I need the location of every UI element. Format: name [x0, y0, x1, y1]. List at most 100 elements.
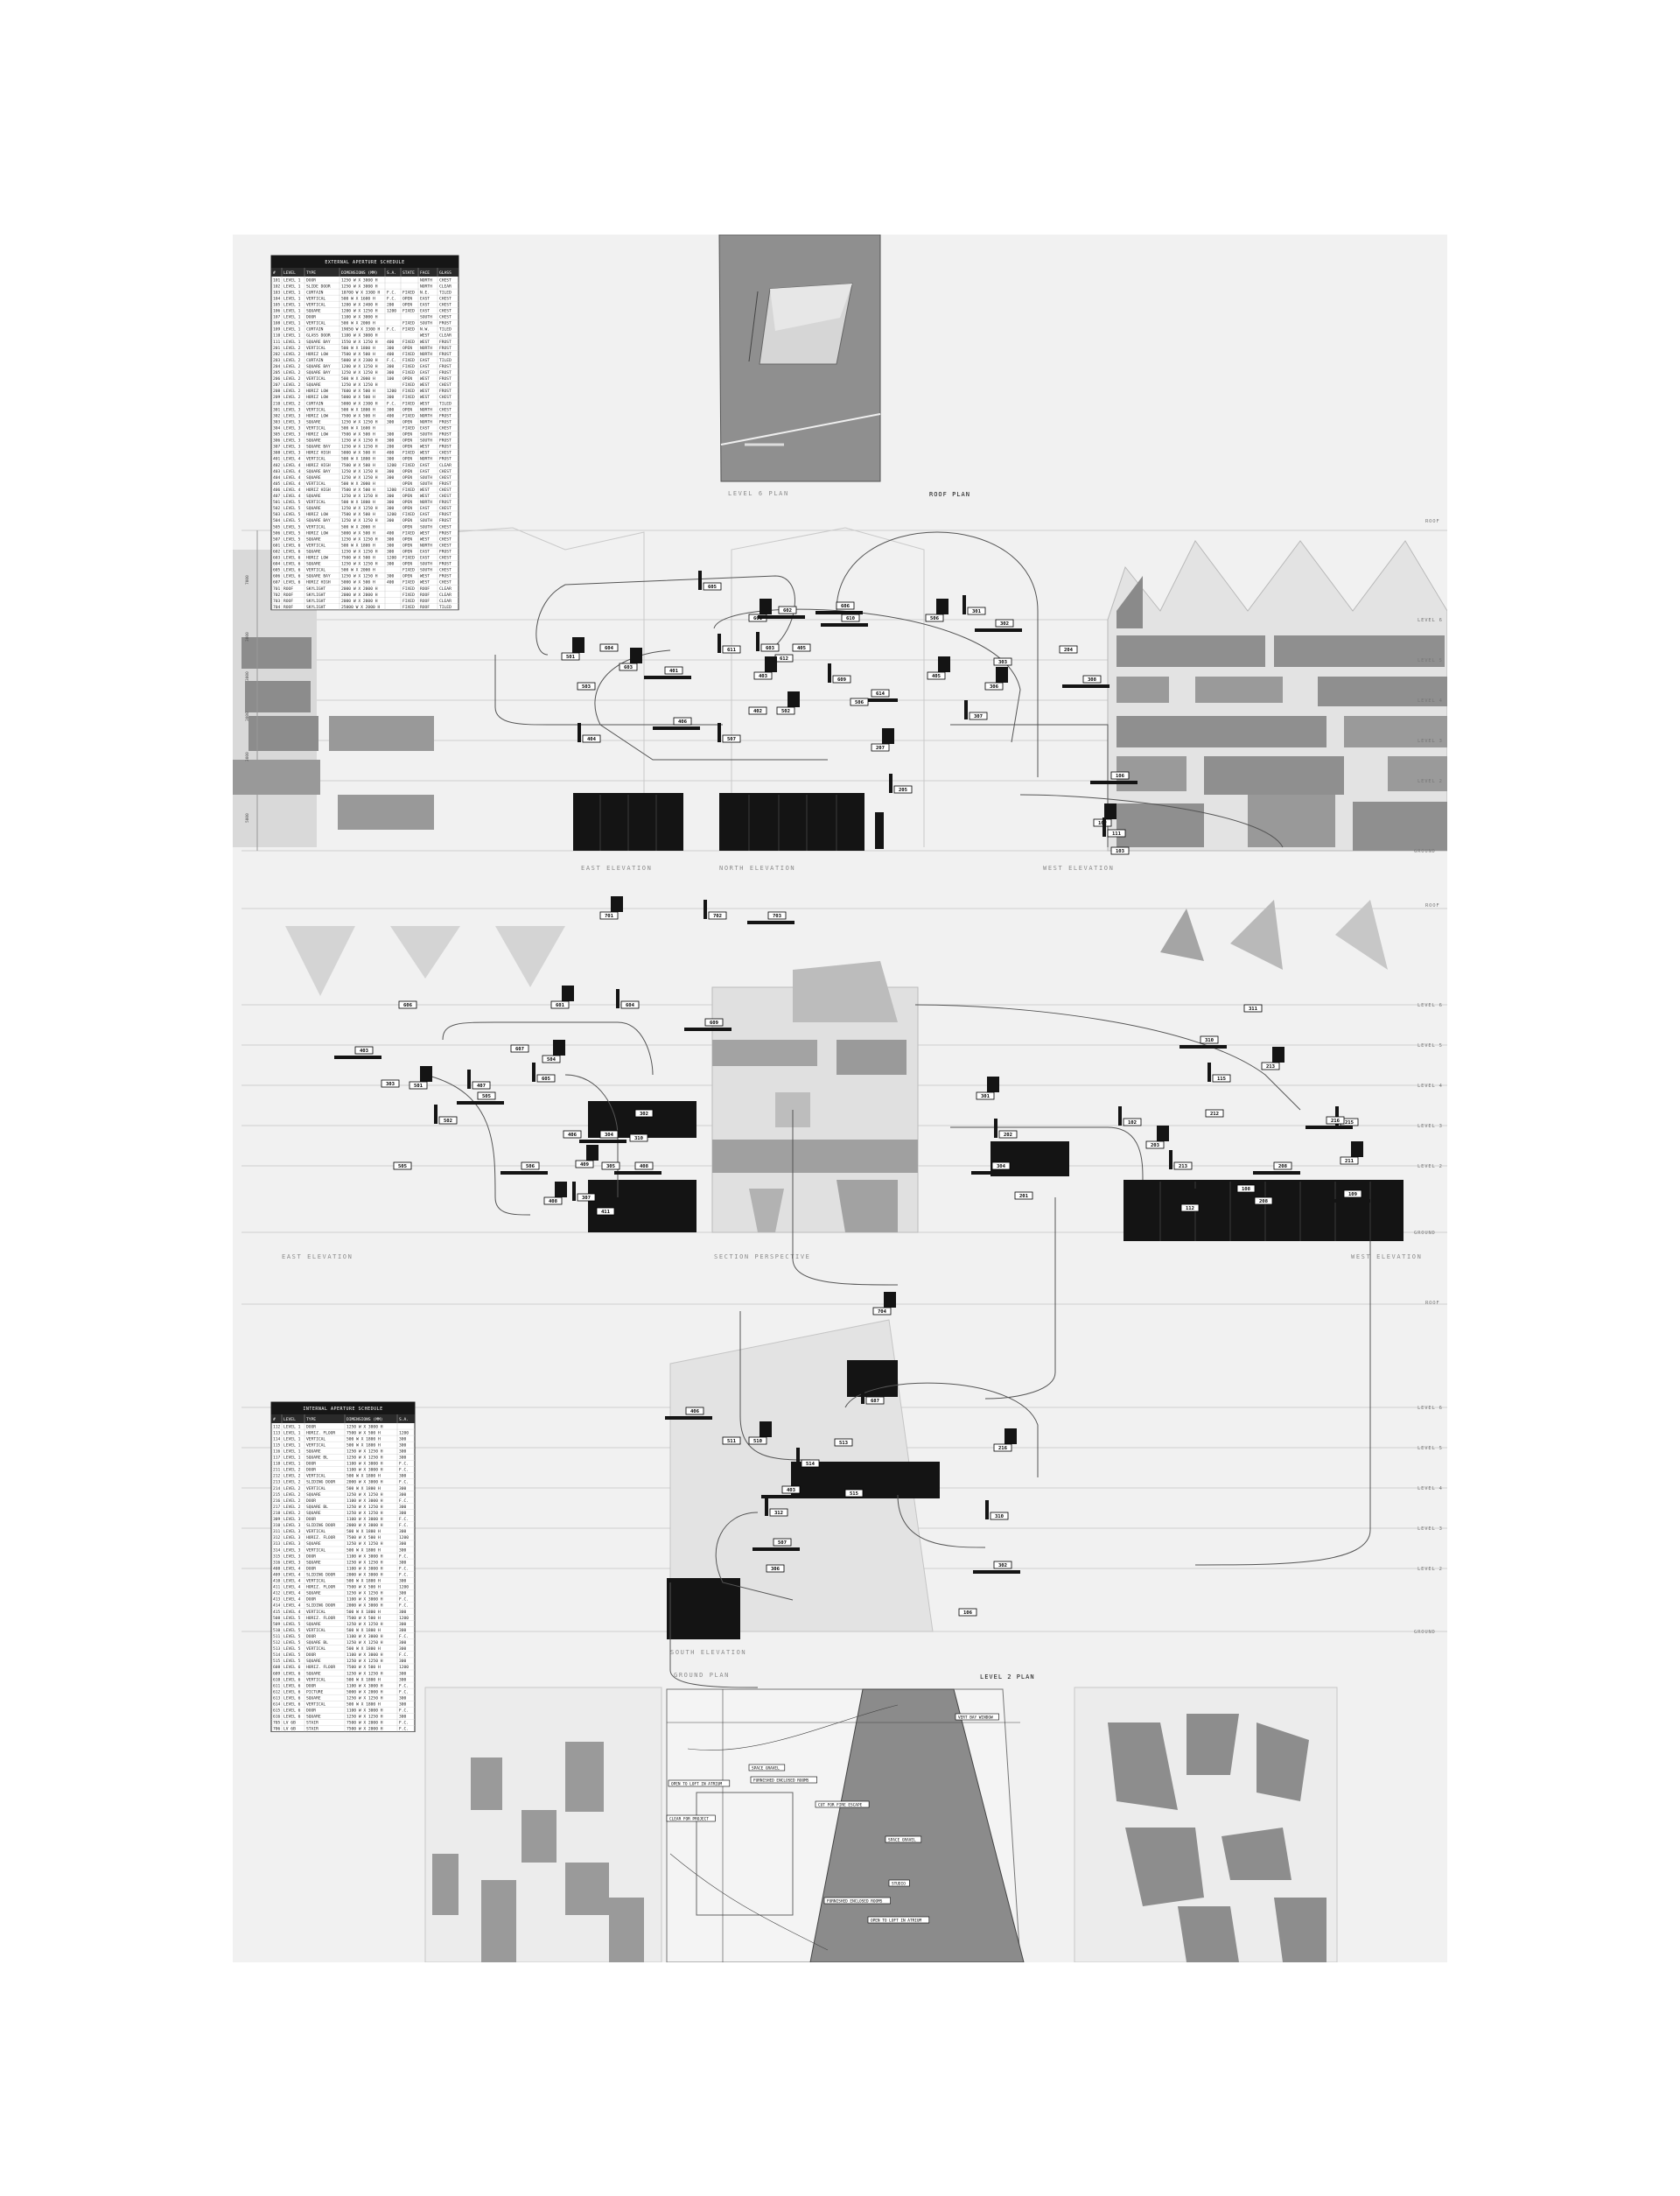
internal-schedule-col-header: DIMENSIONS (MM): [346, 1417, 383, 1422]
external-schedule-cell: 500 W X 1800 H: [341, 543, 375, 548]
aperture-block: [555, 1182, 567, 1197]
external-schedule-cell: 1200 W X 1250 H: [341, 364, 378, 369]
internal-schedule-cell: 300: [399, 1702, 407, 1708]
internal-schedule-cell: LEVEL 6: [284, 1695, 301, 1701]
aperture-tag-box: [550, 1000, 570, 1009]
external-schedule-cell: OPEN: [402, 407, 412, 412]
external-schedule-cell: LEVEL 2: [284, 352, 301, 357]
aperture-tag-box: [1261, 1062, 1280, 1070]
external-schedule-cell: CHEST: [439, 469, 452, 474]
external-schedule-cell: CHEST: [439, 506, 452, 511]
external-schedule-cell: FROST: [439, 500, 452, 505]
external-schedule-cell: 703: [273, 599, 281, 604]
internal-schedule-cell: LEVEL 2: [284, 1511, 301, 1516]
external-schedule-cell: OPEN: [402, 346, 412, 351]
internal-schedule-cell: SLIDING DOOR: [306, 1572, 335, 1577]
aperture-strip: [1180, 1045, 1227, 1049]
aperture-tag-box: [596, 1207, 615, 1216]
external-schedule-cell: 300: [387, 549, 395, 554]
internal-schedule-cell: F.C.: [399, 1498, 409, 1504]
external-schedule-cell: CHEST: [439, 488, 452, 493]
external-schedule-cell: 704: [273, 605, 281, 610]
internal-schedule-cell: 300: [399, 1436, 407, 1442]
external-schedule-cell: CURTAIN: [306, 290, 324, 295]
external-schedule-cell: WEST: [420, 333, 430, 339]
external-schedule-cell: SQUARE: [306, 419, 321, 424]
level-6-label-2: LEVEL 6: [1418, 1003, 1443, 1008]
internal-schedule-cell: SQUARE: [306, 1511, 321, 1516]
external-schedule-cell: FROST: [439, 518, 452, 523]
aperture-tag-label: 403: [787, 1488, 795, 1493]
internal-schedule-cell: F.C.: [399, 1689, 409, 1694]
aperture-tag-label: 208: [1259, 1199, 1269, 1204]
internal-schedule-cell: LV 6B: [284, 1721, 296, 1726]
external-schedule-cell: 209: [273, 395, 281, 400]
internal-schedule-cell: SQUARE BL: [306, 1640, 328, 1645]
external-schedule-cell: 1100 W X 3000 H: [341, 333, 378, 339]
aperture-slot: [592, 1196, 595, 1215]
internal-schedule-cell: 300: [399, 1474, 407, 1479]
internal-schedule-cell: 500 W X 1800 H: [346, 1646, 381, 1652]
external-schedule-cell: FROST: [439, 321, 452, 326]
external-schedule-cell: LEVEL 1: [284, 290, 301, 295]
internal-schedule-cell: 612: [273, 1689, 281, 1694]
internal-schedule-cell: DOOR: [306, 1634, 316, 1639]
aperture-block: [938, 656, 950, 672]
external-schedule-cell: FROST: [439, 530, 452, 536]
external-schedule-cell: LEVEL 2: [284, 401, 301, 406]
internal-schedule-cell: LEVEL 3: [284, 1547, 301, 1553]
internal-schedule-cell: LEVEL 6: [284, 1689, 301, 1694]
external-schedule-cell: LEVEL 1: [284, 340, 301, 345]
external-schedule-cell: OPEN: [402, 296, 412, 301]
plan-annotation-label: SPACE GRAVEL: [888, 1837, 916, 1842]
aperture-tag-label: 514: [806, 1462, 816, 1467]
internal-schedule-cell: 300: [399, 1622, 407, 1627]
aperture-block: [1272, 1047, 1284, 1063]
external-schedule-cell: 500 W X 1800 H: [341, 346, 375, 351]
internal-schedule-cell: 112: [273, 1424, 281, 1429]
external-schedule-cell: 19050 W X 3300 H: [341, 327, 380, 333]
aperture-block: [420, 1066, 432, 1082]
external-schedule-cell: 500 W X 2000 H: [341, 481, 375, 487]
external-schedule-cell: 501: [273, 500, 281, 505]
external-schedule-cell: FIXED: [402, 451, 415, 456]
external-schedule-cell: F.C.: [387, 358, 396, 363]
external-schedule-cell: FROST: [439, 562, 452, 567]
external-schedule-cell: VERTICAL: [306, 524, 326, 530]
aperture-strip: [1306, 1126, 1353, 1129]
internal-schedule-cell: 512: [273, 1640, 281, 1645]
external-schedule-cell: OPEN: [402, 524, 412, 530]
external-schedule-cell: 505: [273, 524, 281, 530]
external-schedule-cell: VERTICAL: [306, 321, 326, 326]
external-schedule-cell: OPEN: [402, 432, 412, 438]
aperture-slot: [467, 1070, 471, 1089]
aperture-tag-label: 302: [998, 1563, 1007, 1568]
internal-schedule-cell: DOOR: [306, 1462, 316, 1467]
aperture-tag-box: [993, 1561, 1012, 1569]
internal-schedule-cell: LEVEL 6: [284, 1683, 301, 1688]
aperture-tag-label: 112: [1186, 1206, 1194, 1211]
external-schedule-cell: VERTICAL: [306, 500, 326, 505]
external-schedule-cell: 1250 W X 1250 H: [341, 469, 378, 474]
internal-schedule-cell: 311: [273, 1529, 281, 1534]
external-schedule-cell: 300: [387, 506, 395, 511]
internal-schedule-cell: HORIZ. FLOOR: [306, 1430, 335, 1435]
external-schedule-cell: FROST: [439, 419, 452, 424]
external-schedule-cell: 407: [273, 494, 281, 499]
external-schedule-cell: OPEN: [402, 481, 412, 487]
internal-schedule-cell: 212: [273, 1474, 281, 1479]
external-schedule-cell: 607: [273, 580, 281, 586]
aperture-block: [553, 1040, 565, 1056]
plan-annotation-box: [668, 1779, 731, 1787]
aperture-tag-label: 211: [1345, 1159, 1354, 1164]
external-schedule-cell: FIXED: [402, 568, 415, 573]
external-schedule-cell: HORIZ LOW: [306, 352, 328, 357]
aperture-tag-box: [925, 614, 944, 622]
ground-plan-label: GROUND PLAN: [674, 1672, 730, 1679]
aperture-slot: [985, 1500, 989, 1519]
external-schedule-cell: LEVEL 3: [284, 438, 301, 444]
aperture-tag-label: 602: [783, 608, 792, 614]
aperture-tag-box: [620, 1000, 640, 1009]
aperture-slot: [434, 1105, 438, 1124]
external-schedule-cell: 300: [387, 469, 395, 474]
